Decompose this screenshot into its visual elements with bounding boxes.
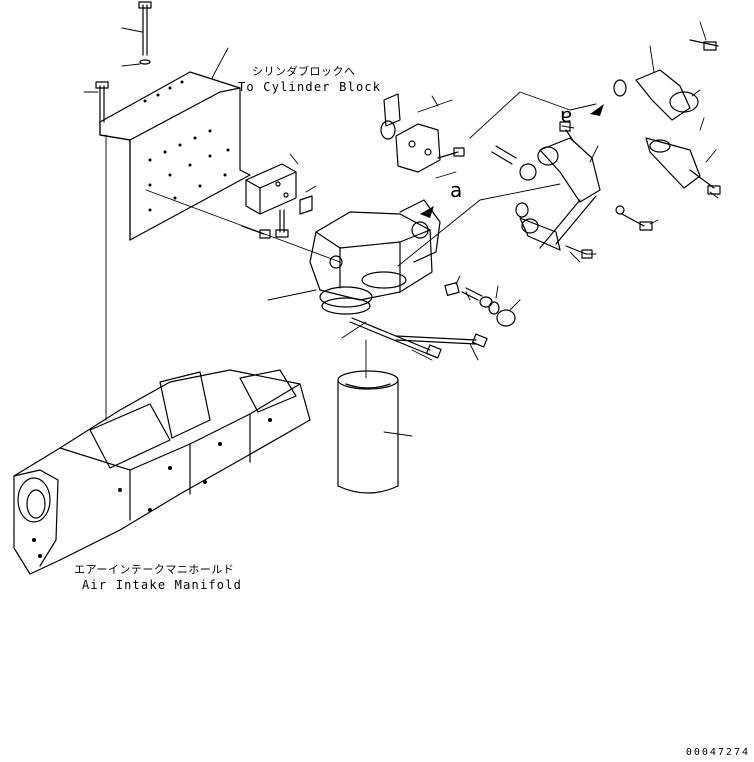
reference-marker-a-inverted: a: [560, 106, 573, 130]
reference-marker-a: a: [450, 178, 463, 202]
filter-element: [337, 370, 399, 494]
air-intake-manifold-label-jp: エアーインテークマニホールド: [74, 563, 235, 576]
pointer-arrows[interactable]: [420, 104, 604, 218]
fittings: [444, 282, 516, 327]
mounting-bracket: [99, 71, 251, 241]
air-intake-manifold-label-en: Air Intake Manifold: [82, 578, 243, 592]
to-cylinder-block-label-en: To Cylinder Block: [238, 80, 382, 94]
document-number: 00047274: [685, 747, 750, 758]
elbow-fitting-middle: [437, 121, 653, 259]
leader-lines: [83, 21, 719, 437]
elbow-fitting-upper: [613, 39, 721, 195]
cylinder-block-flange: [380, 93, 441, 173]
long-bolts: [349, 317, 488, 359]
to-cylinder-block-label-jp: シリンダブロックへ: [252, 65, 356, 78]
filter-head: [309, 199, 441, 315]
bracket-bolts: [95, 1, 152, 123]
sub-bracket: [241, 163, 313, 239]
air-intake-manifold: [13, 369, 311, 575]
